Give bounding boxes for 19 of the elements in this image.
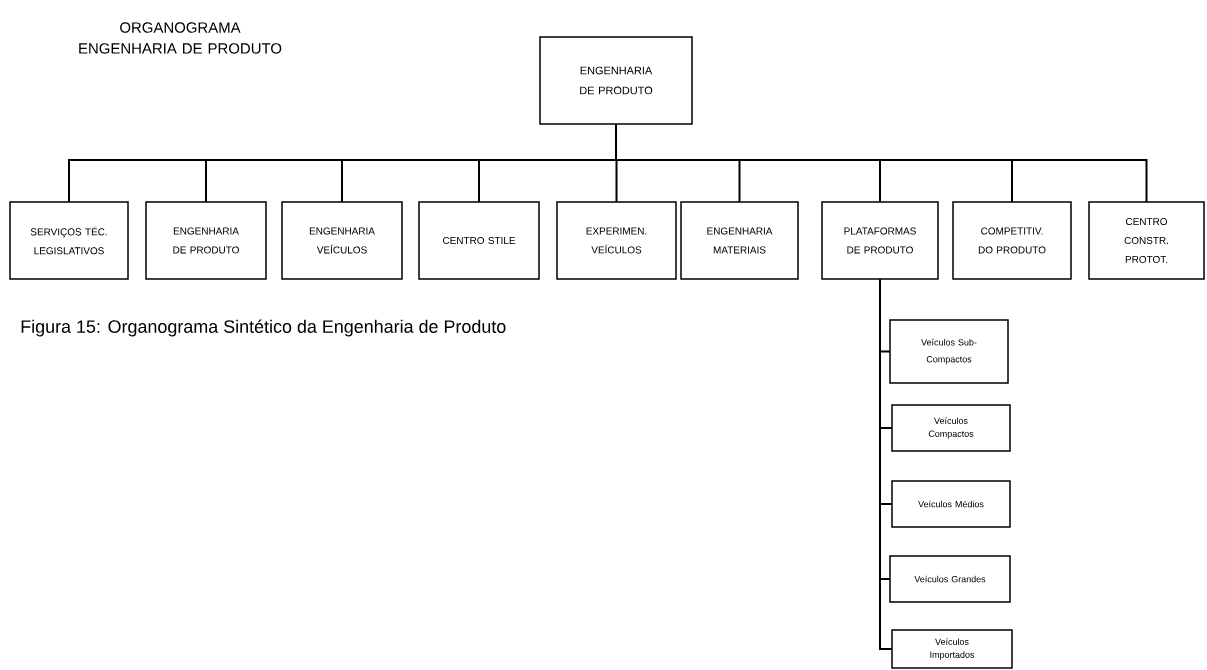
org-box: Veículos Grandes xyxy=(889,555,1011,603)
org-box: Veículos Compactos xyxy=(891,404,1011,452)
org-box: CENTRO CONSTR. PROTOT. xyxy=(1088,201,1205,280)
org-box: EXPERIMEN. VEÍCULOS xyxy=(556,201,677,280)
org-box: ENGENHARIA VEÍCULOS xyxy=(281,201,403,280)
org-box: Veículos Médios xyxy=(891,480,1011,528)
org-box: ENGENHARIA DE PRODUTO xyxy=(539,36,693,125)
org-box: CENTRO STILE xyxy=(418,201,540,280)
org-box: ENGENHARIA DE PRODUTO xyxy=(145,201,267,280)
caption: Figura 15: Organograma Sintético da Engenharia de Produto xyxy=(21,319,506,337)
connector-line xyxy=(879,278,893,650)
org-box: COMPETITIV. DO PRODUTO xyxy=(952,201,1072,280)
org-box: Veículos Importados xyxy=(891,629,1013,669)
org-box: SERVIÇOS TÉC. LEGISLATIVOS xyxy=(9,201,129,280)
title: ORGANOGRAMA ENGENHARIA DE PRODUTO xyxy=(79,22,282,54)
org-box: Veículos Sub-Compactos xyxy=(889,319,1009,384)
org-box: PLATAFORMAS DE PRODUTO xyxy=(821,201,939,280)
connector-line xyxy=(615,123,1148,203)
org-box: ENGENHARIA MATERIAIS xyxy=(680,201,799,280)
